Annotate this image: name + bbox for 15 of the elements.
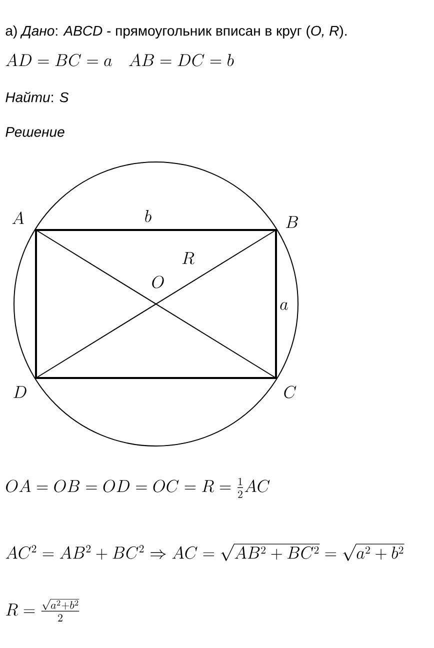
radius-label: $R$: [182, 252, 194, 264]
solution-formula: $OA=OB=OD=OC=R=\frac{1}{2}AC$: [6, 478, 270, 498]
solution-formula: $AC^2=AB^2+BC^2\Rightarrow AC=\sqrt{AB^2+BC^2}=\sqrt{a^2+b^2}$: [6, 544, 404, 561]
solution-heading: Решение: [6, 127, 64, 137]
point-label: $A$: [12, 212, 24, 224]
problem-text: а) Дано: ABCD - прямоугольник вписан в круг (O, R).: [6, 25, 346, 39]
center-label: $O$: [152, 276, 164, 288]
point-label: $D$: [14, 386, 26, 398]
result-formula: $R=\frac{\sqrt{a^2+b^2}}{2}$: [6, 599, 80, 622]
point-label: $C$: [284, 386, 296, 398]
side-label: $a$: [280, 302, 288, 310]
side-label: $b$: [145, 210, 152, 222]
find-text: Найти: S: [6, 92, 69, 102]
point-label: $B$: [286, 216, 298, 228]
given-formula: $AD=BC=a\quad AB=DC=b$: [6, 54, 234, 66]
